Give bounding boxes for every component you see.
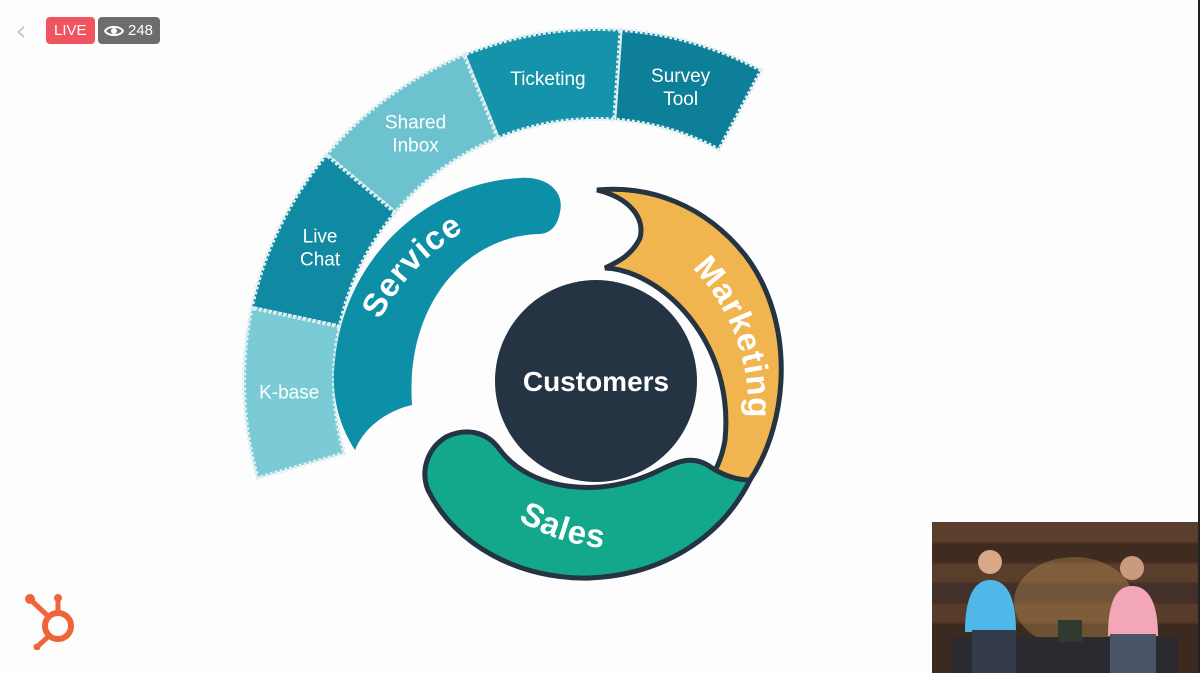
customers-circle: [495, 280, 697, 482]
tool-segment: [461, 27, 623, 141]
customers-label: Customers: [523, 366, 669, 397]
tool-segment: [249, 151, 399, 329]
webcam-video[interactable]: [932, 522, 1198, 673]
tool-segment: [242, 305, 347, 481]
live-badge: LIVE: [46, 17, 95, 44]
service-arc: [333, 177, 561, 451]
tool-segment-label: K-base: [259, 383, 319, 404]
viewer-count-badge: 248: [98, 17, 161, 44]
tool-segment-label: Ticketing: [510, 69, 585, 90]
back-chevron-icon[interactable]: ‹: [15, 14, 27, 47]
hubspot-sprocket-logo-icon: [25, 594, 74, 650]
webcam-scene: [932, 522, 1198, 673]
eye-icon: [104, 25, 124, 36]
viewer-count: 248: [128, 22, 154, 39]
sales-arc: [422, 429, 755, 581]
